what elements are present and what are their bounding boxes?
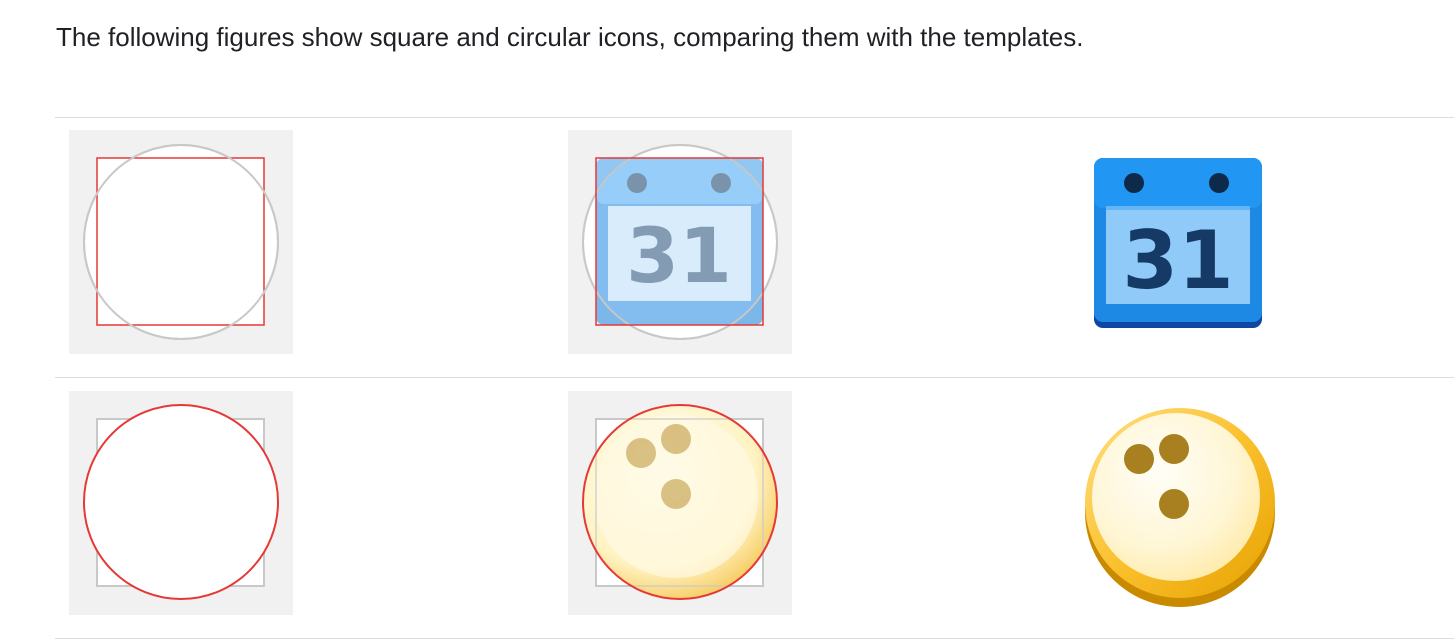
calendar-overlay-icon: 31: [568, 130, 792, 354]
bowling-ball-icon: [1085, 408, 1275, 607]
square-template-figure: [69, 130, 293, 354]
bowling-overlay-figure: [568, 391, 792, 615]
bowling-overlay-icon: [568, 391, 792, 615]
circular-icons-row: [0, 379, 1454, 639]
calendar-icon: 31: [1094, 158, 1262, 328]
calendar-overlay-number: 31: [626, 211, 732, 300]
divider-middle: [55, 377, 1454, 378]
intro-text: The following figures show square and ci…: [56, 22, 1084, 52]
divider-top: [55, 117, 1454, 118]
bowling-final-figure: [1066, 391, 1290, 615]
square-template-icon: [69, 130, 293, 354]
square-icons-row: 31 31: [0, 118, 1454, 378]
circle-template-icon: [69, 391, 293, 615]
calendar-final-number: 31: [1122, 214, 1233, 307]
calendar-final-figure: 31: [1066, 130, 1290, 354]
circle-template-figure: [69, 391, 293, 615]
calendar-overlay-figure: 31: [568, 130, 792, 354]
